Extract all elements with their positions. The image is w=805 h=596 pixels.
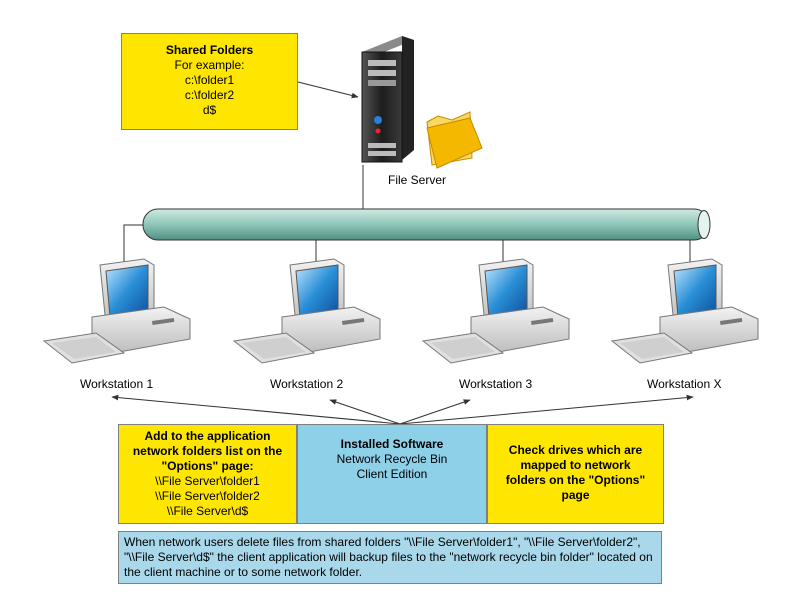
left-box-title-line: Add to the application	[144, 429, 271, 443]
shared-folders-box: Shared Folders For example: c:\folder1 c…	[121, 33, 298, 130]
left-box-path: \\File Server\d$	[166, 504, 249, 518]
right-box-line: page	[561, 488, 590, 502]
installed-software-box: Installed Software Network Recycle Bin C…	[297, 424, 487, 524]
right-box-line: folders on the "Options"	[505, 473, 646, 487]
left-box-path: \\File Server\folder1	[155, 474, 260, 488]
arrow-to-ws2	[329, 399, 401, 425]
workstation-1-icon	[42, 258, 191, 364]
shared-folders-title: Shared Folders	[165, 43, 254, 57]
shared-folders-line: d$	[202, 103, 217, 117]
workstation-x-icon	[611, 258, 759, 364]
shared-folders-line: For example:	[174, 58, 245, 72]
workstation-x-label: Workstation X	[647, 377, 722, 391]
ws1-link	[123, 224, 143, 265]
arrow-to-wsx	[399, 394, 694, 425]
check-drives-box: Check drives which are mapped to network…	[487, 424, 664, 524]
workstation-3-icon	[422, 258, 570, 364]
folder-icon	[426, 111, 483, 169]
installed-software-line: Client Edition	[356, 467, 428, 481]
shared-folders-line: c:\folder2	[184, 88, 235, 102]
left-box-path: \\File Server\folder2	[155, 489, 260, 503]
file-server-icon	[361, 36, 414, 163]
right-box-line: Check drives which are	[508, 443, 643, 457]
workstation-1-label: Workstation 1	[80, 377, 154, 391]
workstation-2-label: Workstation 2	[270, 377, 344, 391]
right-box-line: mapped to network	[520, 458, 631, 472]
left-box-title-line: network folders list on the	[132, 444, 283, 458]
add-network-folders-box: Add to the application network folders l…	[118, 424, 297, 524]
network-pipe	[142, 208, 711, 241]
arrow-to-ws3	[399, 399, 471, 425]
workstation-2-icon	[233, 258, 381, 364]
installed-software-title: Installed Software	[340, 437, 444, 451]
workstation-3-label: Workstation 3	[459, 377, 533, 391]
shared-folders-line: c:\folder1	[184, 73, 235, 87]
left-box-title-line: "Options" page:	[161, 459, 254, 473]
arrow-to-ws1	[111, 394, 401, 425]
file-server-label: File Server	[388, 173, 447, 187]
installed-software-line: Network Recycle Bin	[336, 452, 448, 466]
backup-note: When network users delete files from sha…	[118, 531, 662, 584]
shared-folders-arrow	[297, 81, 359, 99]
